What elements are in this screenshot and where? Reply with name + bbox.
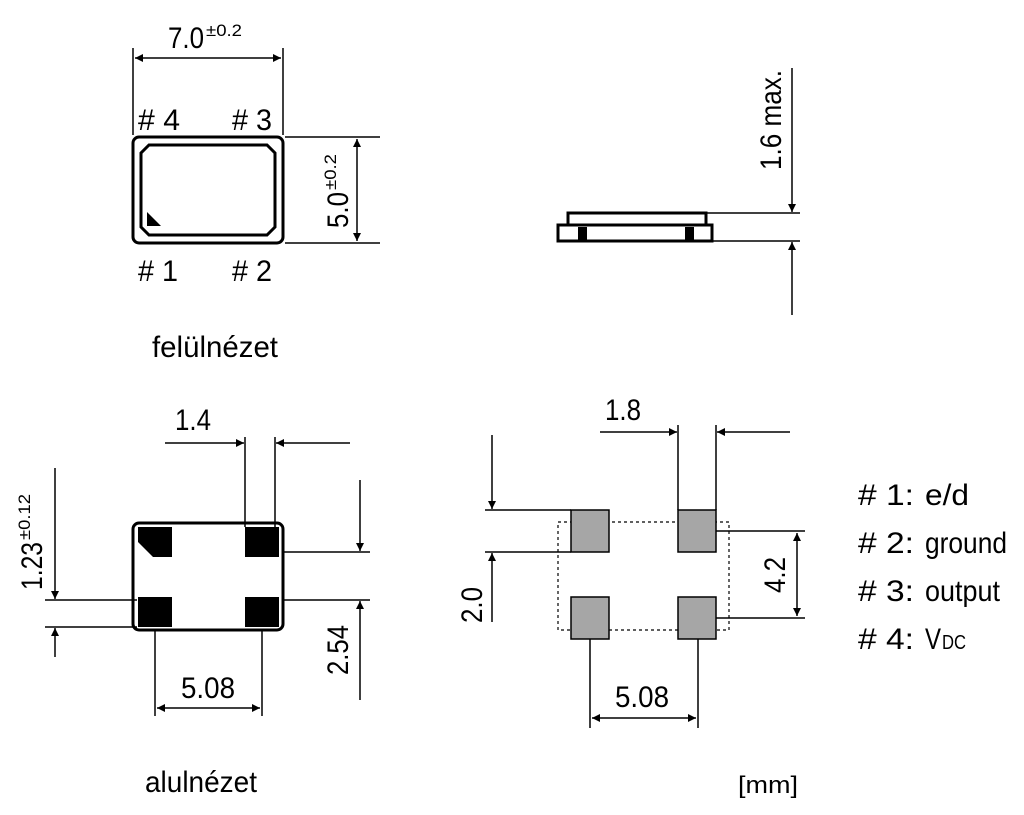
pin-legend: # 1: e/d # 2: ground # 3: output # 4: V …	[858, 479, 1007, 656]
legend-pin: # 1:	[858, 479, 914, 512]
legend-name: ground	[925, 527, 1007, 560]
pad-1	[138, 527, 172, 557]
pitch-h-label: 5.08	[181, 672, 235, 705]
legend-name: e/d	[925, 479, 969, 512]
top-view: 7.0 ±0.2 5.0 ±0.2 # 1 # 2 # 3 # 4 felüln…	[131, 21, 380, 364]
bottom-view-caption: alulnézet	[145, 766, 258, 799]
bottom-view: 1.4 1.23 ±0.12 2.54 5.08 alulnézet	[15, 404, 370, 799]
land-pad	[570, 596, 610, 640]
side-view: 1.6 max.	[556, 68, 800, 315]
legend-name: V	[925, 623, 941, 656]
pin-label-3: # 3	[232, 104, 272, 137]
land-pitch-h-label: 5.08	[615, 681, 669, 714]
pad-offset-label: 1.23	[16, 542, 49, 590]
thickness-label: 1.6 max.	[755, 70, 788, 170]
legend-pin: # 2:	[858, 527, 914, 560]
pin1-marker-icon	[147, 212, 161, 226]
footprint: 1.8 2.0 4.2 5.08	[456, 394, 805, 728]
pad-4	[138, 597, 172, 627]
pad-width-label: 1.4	[175, 404, 211, 437]
legend-name-subscript: DC	[942, 632, 966, 654]
land-pitch-v-label: 4.2	[759, 557, 792, 593]
pin-label-2: # 2	[232, 255, 272, 288]
pad-2	[245, 597, 279, 627]
pin-label-1: # 1	[138, 255, 178, 288]
lid-outline	[139, 143, 277, 237]
legend-name: output	[925, 575, 1001, 608]
pitch-v-label: 2.54	[322, 625, 355, 675]
legend-pin: # 4:	[858, 623, 914, 656]
units-label: [mm]	[738, 772, 798, 799]
pin-label-4: # 4	[138, 104, 180, 137]
top-view-caption: felülnézet	[152, 331, 279, 364]
pad-offset-tolerance: ±0.12	[15, 494, 34, 540]
land-width-label: 1.8	[605, 394, 641, 427]
width-tolerance: ±0.2	[206, 21, 242, 40]
land-height-label: 2.0	[456, 587, 489, 623]
legend-pin: # 3:	[858, 575, 914, 608]
height-tolerance: ±0.2	[321, 154, 340, 190]
land-pad	[677, 596, 717, 640]
pad-3	[245, 527, 279, 557]
width-label: 7.0	[168, 22, 204, 55]
land-pad	[677, 509, 717, 553]
land-pad	[570, 509, 610, 553]
height-label: 5.0	[322, 192, 355, 228]
